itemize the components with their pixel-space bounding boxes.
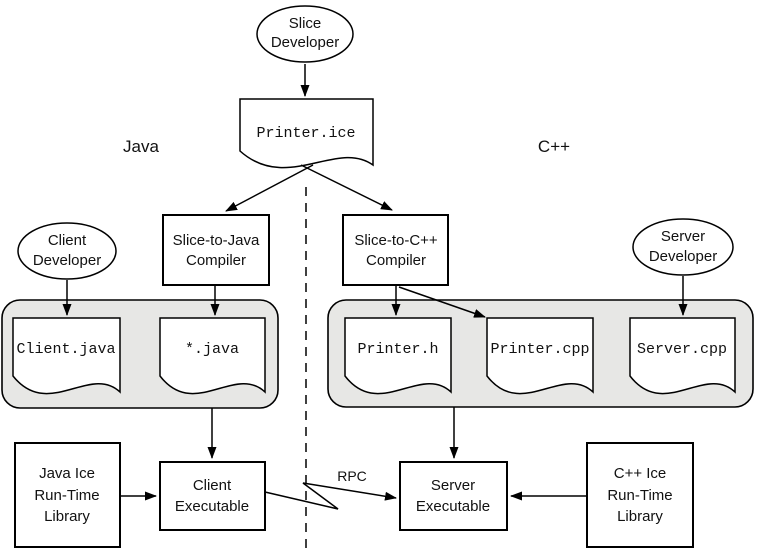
slice-to-cpp-line2: Compiler [366,252,426,269]
java-side-label: Java [123,137,159,156]
slice-to-cpp-line1: Slice-to-C++ [354,232,438,249]
printer-h-document: Printer.h [344,317,452,395]
server-cpp-label: Server.cpp [637,341,727,358]
document-shape [159,317,266,395]
slice-developer-line2: Developer [271,34,339,51]
cpp-runtime-line2: Run-Time [607,487,672,504]
box-shape [586,442,694,548]
document-shape [486,317,594,395]
slice-to-cpp-compiler-box: Slice-to-C++ Compiler [342,214,449,286]
document-shape [344,317,452,395]
box-shape [399,461,508,531]
server-executable-box: Server Executable [399,461,508,531]
client-executable-line1: Client [193,477,232,494]
actor-ellipse [632,218,734,276]
document-shape [629,317,736,395]
client-java-label: Client.java [16,341,115,358]
slice-developer-actor: Slice Developer [256,5,354,63]
printer-cpp-label: Printer.cpp [490,341,589,358]
cpp-ice-runtime-box: C++ Ice Run-Time Library [586,442,694,548]
client-developer-line1: Client [48,232,87,249]
printer-ice-label: Printer.ice [256,125,355,142]
printer-cpp-document: Printer.cpp [486,317,594,395]
actor-ellipse [17,222,117,280]
actor-ellipse [256,5,354,63]
client-executable-box: Client Executable [159,461,266,531]
client-java-document: Client.java [12,317,121,395]
box-shape [14,442,121,548]
arrow-printerice-to-java-compiler [225,164,314,212]
star-java-document: *.java [159,317,266,395]
slice-to-java-line1: Slice-to-Java [173,232,260,249]
slice-to-java-compiler-box: Slice-to-Java Compiler [162,214,270,286]
arrow-printerice-to-cpp-compiler [300,164,393,211]
java-runtime-line1: Java Ice [39,465,95,482]
slice-to-java-line2: Compiler [186,252,246,269]
rpc-zigzag-connector [264,482,397,510]
server-executable-line2: Executable [416,498,490,515]
slice-developer-line1: Slice [289,15,322,32]
cpp-runtime-line1: C++ Ice [614,465,667,482]
server-developer-line2: Developer [649,248,717,265]
client-developer-line2: Developer [33,252,101,269]
box-shape [159,461,266,531]
rpc-label: RPC [337,468,367,484]
java-runtime-line2: Run-Time [34,487,99,504]
arrow-cppcompiler-to-printercpp [398,286,486,318]
star-java-label: *.java [185,341,239,358]
java-runtime-line3: Library [44,508,90,525]
box-shape [342,214,449,286]
client-developer-actor: Client Developer [17,222,117,280]
cpp-runtime-line3: Library [617,508,663,525]
server-developer-actor: Server Developer [632,218,734,276]
printer-h-label: Printer.h [357,341,438,358]
java-ice-runtime-box: Java Ice Run-Time Library [14,442,121,548]
box-shape [162,214,270,286]
cpp-side-label: C++ [538,137,570,156]
document-shape [12,317,121,395]
client-executable-line2: Executable [175,498,249,515]
server-developer-line1: Server [661,228,705,245]
printer-ice-document: Printer.ice [239,98,374,169]
document-shape [239,98,374,169]
server-cpp-document: Server.cpp [629,317,736,395]
server-executable-line1: Server [431,477,475,494]
